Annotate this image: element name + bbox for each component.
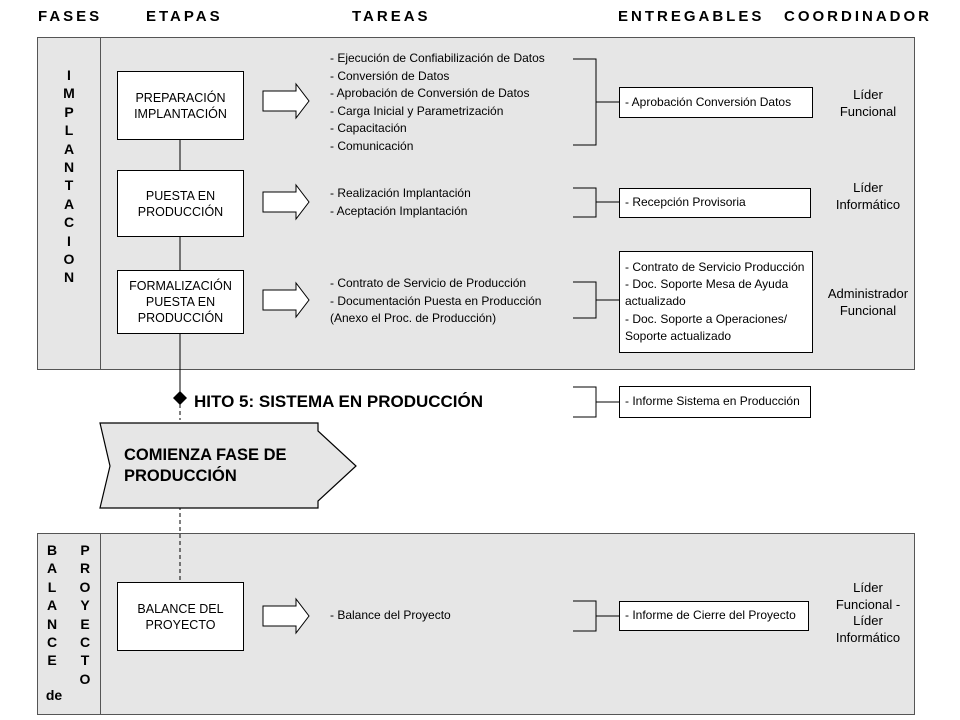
coordinator-balance: Líder Funcional - Líder Informático [835,580,901,645]
bracket-icon [573,281,619,319]
header-coordinador: COORDINADOR [784,8,932,25]
bracket-icon [573,386,619,418]
bracket-icon [573,58,619,146]
task-list-balance: - Balance del Proyecto [330,607,451,625]
task-item: (Anexo el Proc. de Producción) [330,311,497,326]
task-item: - Aprobación de Conversión de Datos [330,86,530,101]
phase-column-divider [100,38,101,369]
deliverable-aprobacion-conversion: - Aprobación Conversión Datos [619,87,813,118]
task-item: - Capacitación [330,121,407,136]
coordinator-administrador-funcional: Administrador Funcional [827,286,909,318]
deliverable-informe-cierre: - Informe de Cierre del Proyecto [619,601,809,631]
header-etapas: ETAPAS [146,8,223,25]
task-item: - Conversión de Datos [330,68,450,83]
task-item: - Realización Implantación [330,186,471,200]
stage-balance-proyecto: BALANCE DEL PROYECTO [117,582,244,651]
arrow-right-icon [262,281,310,319]
task-list-preparacion: - Ejecución de Confiabilización de Datos… [330,50,545,156]
milestone-diamond-icon [173,391,187,405]
phase-column-divider [100,534,101,714]
phase-label-balance: B A L A N C E [46,542,58,669]
header-fases: FASES [38,8,103,25]
task-list-puesta: - Realización Implantación - Aceptación … [330,185,471,220]
arrow-right-icon [262,82,310,120]
header-entregables: ENTREGABLES [618,8,765,25]
next-phase-arrow-icon [99,422,357,509]
task-item: - Documentación Puesta en Producción [330,293,542,308]
stage-preparacion-implantacion: PREPARACIÓN IMPLANTACIÓN [117,71,244,140]
bracket-icon [573,187,619,218]
next-phase-label: COMIENZA FASE DE PRODUCCIÓN [124,446,287,485]
milestone-label: HITO 5: SISTEMA EN PRODUCCIÓN [194,392,484,411]
deliverable-recepcion-provisoria: - Recepción Provisoria [619,188,811,218]
stage-formalizacion: FORMALIZACIÓN PUESTA EN PRODUCCIÓN [117,270,244,334]
bracket-icon [573,600,619,632]
task-item: - Aceptación Implantación [330,203,468,218]
task-list-formalizacion: - Contrato de Servicio de Producción - D… [330,275,541,328]
deliverable-informe-sistema: - Informe Sistema en Producción [619,386,811,418]
phase-label-implantacion: I M P L A N T A C I O N [63,67,75,286]
task-item: - Comunicación [330,138,414,153]
coordinator-lider-funcional: Líder Funcional [839,87,897,119]
task-item: - Carga Inicial y Parametrización [330,103,504,118]
coordinator-lider-informatico: Líder Informático [835,180,901,212]
phase-label-proyecto: P R O Y E C T O [79,542,91,687]
header-tareas: TAREAS [352,8,431,25]
arrow-right-icon [262,183,310,221]
task-item: - Ejecución de Confiabilización de Datos [330,51,545,65]
arrow-right-icon [262,597,310,635]
stage-puesta-en-produccion: PUESTA EN PRODUCCIÓN [117,170,244,237]
phase-label-de: de [45,687,63,703]
task-item: - Balance del Proyecto [330,608,451,622]
deliverable-formalizacion: - Contrato de Servicio Producción - Doc.… [619,251,813,353]
task-item: - Contrato de Servicio de Producción [330,276,527,290]
